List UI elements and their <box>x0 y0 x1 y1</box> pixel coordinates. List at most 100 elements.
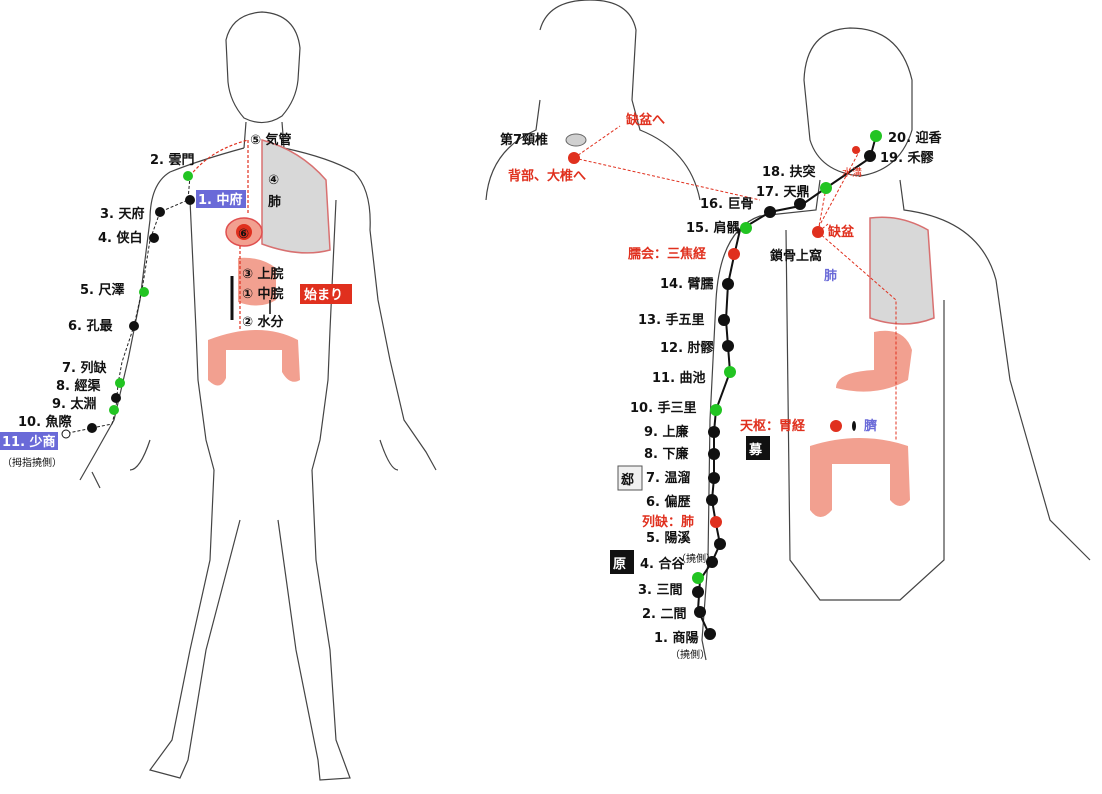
label-q19: 19. 禾髎 <box>880 150 935 166</box>
right-intestine <box>810 438 910 517</box>
label-start: 始まり <box>304 287 343 303</box>
point-p9 <box>109 405 119 415</box>
label-p7: 7. 列缺 <box>62 360 108 376</box>
label-q20: 20. 迎香 <box>888 130 943 146</box>
start-badge-bg <box>300 284 352 304</box>
label-lung-num: ④ <box>268 173 279 188</box>
point-p11 <box>61 429 71 439</box>
label-jue: 臑会：三焦経 <box>628 246 707 262</box>
chufu-badge-bg <box>196 190 246 208</box>
point-q1-a <box>694 606 706 618</box>
point-q9 <box>708 426 720 438</box>
left-meridian-path <box>63 139 271 435</box>
point-p7 <box>115 378 125 388</box>
label-q1: 1. 商陽 <box>654 630 699 646</box>
label-back: 背部、大椎へ <box>508 168 586 184</box>
label-side2: （撓側） <box>670 648 710 661</box>
shosho-badge-bg <box>0 432 58 450</box>
right-lung <box>869 216 935 325</box>
badge-geki-bg <box>617 465 643 491</box>
label-suibun: ② 水分 <box>242 314 284 330</box>
label-ketsubon-to: 缺盆へ <box>625 112 665 128</box>
label-q16: 16. 巨骨 <box>700 197 754 212</box>
label-q13: 13. 手五里 <box>638 312 705 328</box>
label-q15: 15. 肩髃 <box>686 220 740 236</box>
point-p1 <box>185 195 195 205</box>
badge-bo-bg <box>746 436 770 460</box>
left-stomach <box>238 257 276 306</box>
right-body-figure <box>701 27 1091 661</box>
label-q5: 5. 陽溪 <box>646 530 692 546</box>
back-path <box>573 125 761 201</box>
right-meridian-path <box>696 135 897 637</box>
left-body-figure <box>79 11 437 781</box>
point-q18 <box>820 182 832 194</box>
point-p3 <box>155 207 165 217</box>
point-q1 <box>704 628 716 640</box>
label-p4: 4. 侠白 <box>98 230 143 246</box>
right-stomach <box>836 330 912 392</box>
point-p5 <box>139 287 149 297</box>
label-side1: （撓側） <box>676 552 716 565</box>
point-p2 <box>183 171 193 181</box>
point-q16 <box>764 206 776 218</box>
badge-gen-bg <box>610 550 634 574</box>
label-q18: 18. 扶突 <box>762 164 816 180</box>
point-q2 <box>692 586 704 598</box>
right-point-markers <box>692 130 882 640</box>
label-q7: 7. 温溜 <box>646 470 691 486</box>
left-heart <box>225 217 263 247</box>
point-q19 <box>864 150 876 162</box>
label-p8: 8. 經渠 <box>56 378 102 394</box>
label-rekketsu: 列缺：肺 <box>642 514 694 530</box>
label-q17: 17. 天鼎 <box>756 185 810 200</box>
label-c7: 第7頸椎 <box>500 132 548 148</box>
label-p11: 11. 少商 <box>2 434 56 450</box>
label-p5: 5. 尺澤 <box>80 282 125 298</box>
point-q8 <box>708 448 720 460</box>
point-q6 <box>706 494 718 506</box>
point-q3 <box>692 572 704 584</box>
point-q10 <box>710 404 722 416</box>
point-q7 <box>708 472 720 484</box>
label-q9: 9. 上廉 <box>644 424 689 440</box>
point-p4 <box>149 233 159 243</box>
label-navel: 臍 <box>864 418 877 434</box>
left-labels: ⑤ 気管 ④ 肺 ⑥ ③ 上脘 ① 中脘 ② 水分 始まり 1. 中府 2. 雲… <box>0 132 352 469</box>
left-lung <box>261 139 331 254</box>
label-suiko: 水溝 <box>842 166 862 179</box>
point-ketsubon <box>812 226 824 238</box>
point-q4 <box>706 556 718 568</box>
point-q12 <box>722 340 734 352</box>
label-heart: ⑥ <box>238 227 249 242</box>
left-point-markers <box>61 171 195 439</box>
label-note: （拇指撓側） <box>2 456 62 469</box>
point-jue <box>728 248 740 260</box>
label-p10: 10. 魚際 <box>18 414 73 430</box>
point-rekketsu <box>710 516 722 528</box>
point-q17 <box>794 198 806 210</box>
label-p6: 6. 孔最 <box>68 319 114 334</box>
label-lung-name: 肺 <box>268 194 281 210</box>
point-q14 <box>722 278 734 290</box>
point-q15 <box>740 222 752 234</box>
left-intestine <box>208 330 300 386</box>
point-q13 <box>718 314 730 326</box>
label-q8: 8. 下廉 <box>644 446 689 462</box>
label-lung-right: 肺 <box>824 268 837 284</box>
c7-marker <box>565 133 587 147</box>
label-q2: 2. 二間 <box>642 607 687 622</box>
badge-gen: 原 <box>613 557 626 572</box>
label-tensu: 天枢：胃経 <box>740 418 806 434</box>
point-q20 <box>870 130 882 142</box>
label-jokan: ③ 上脘 <box>242 266 284 282</box>
point-p8 <box>111 393 121 403</box>
point-navel <box>852 421 856 431</box>
label-q12: 12. 肘髎 <box>660 340 715 356</box>
label-q14: 14. 臂臑 <box>660 276 714 292</box>
label-p3: 3. 天府 <box>100 206 145 222</box>
point-p10 <box>87 423 97 433</box>
label-ketsubon: 缺盆 <box>827 224 855 240</box>
label-p2: 2. 雲門 <box>150 152 195 168</box>
badge-bo: 募 <box>748 442 763 458</box>
